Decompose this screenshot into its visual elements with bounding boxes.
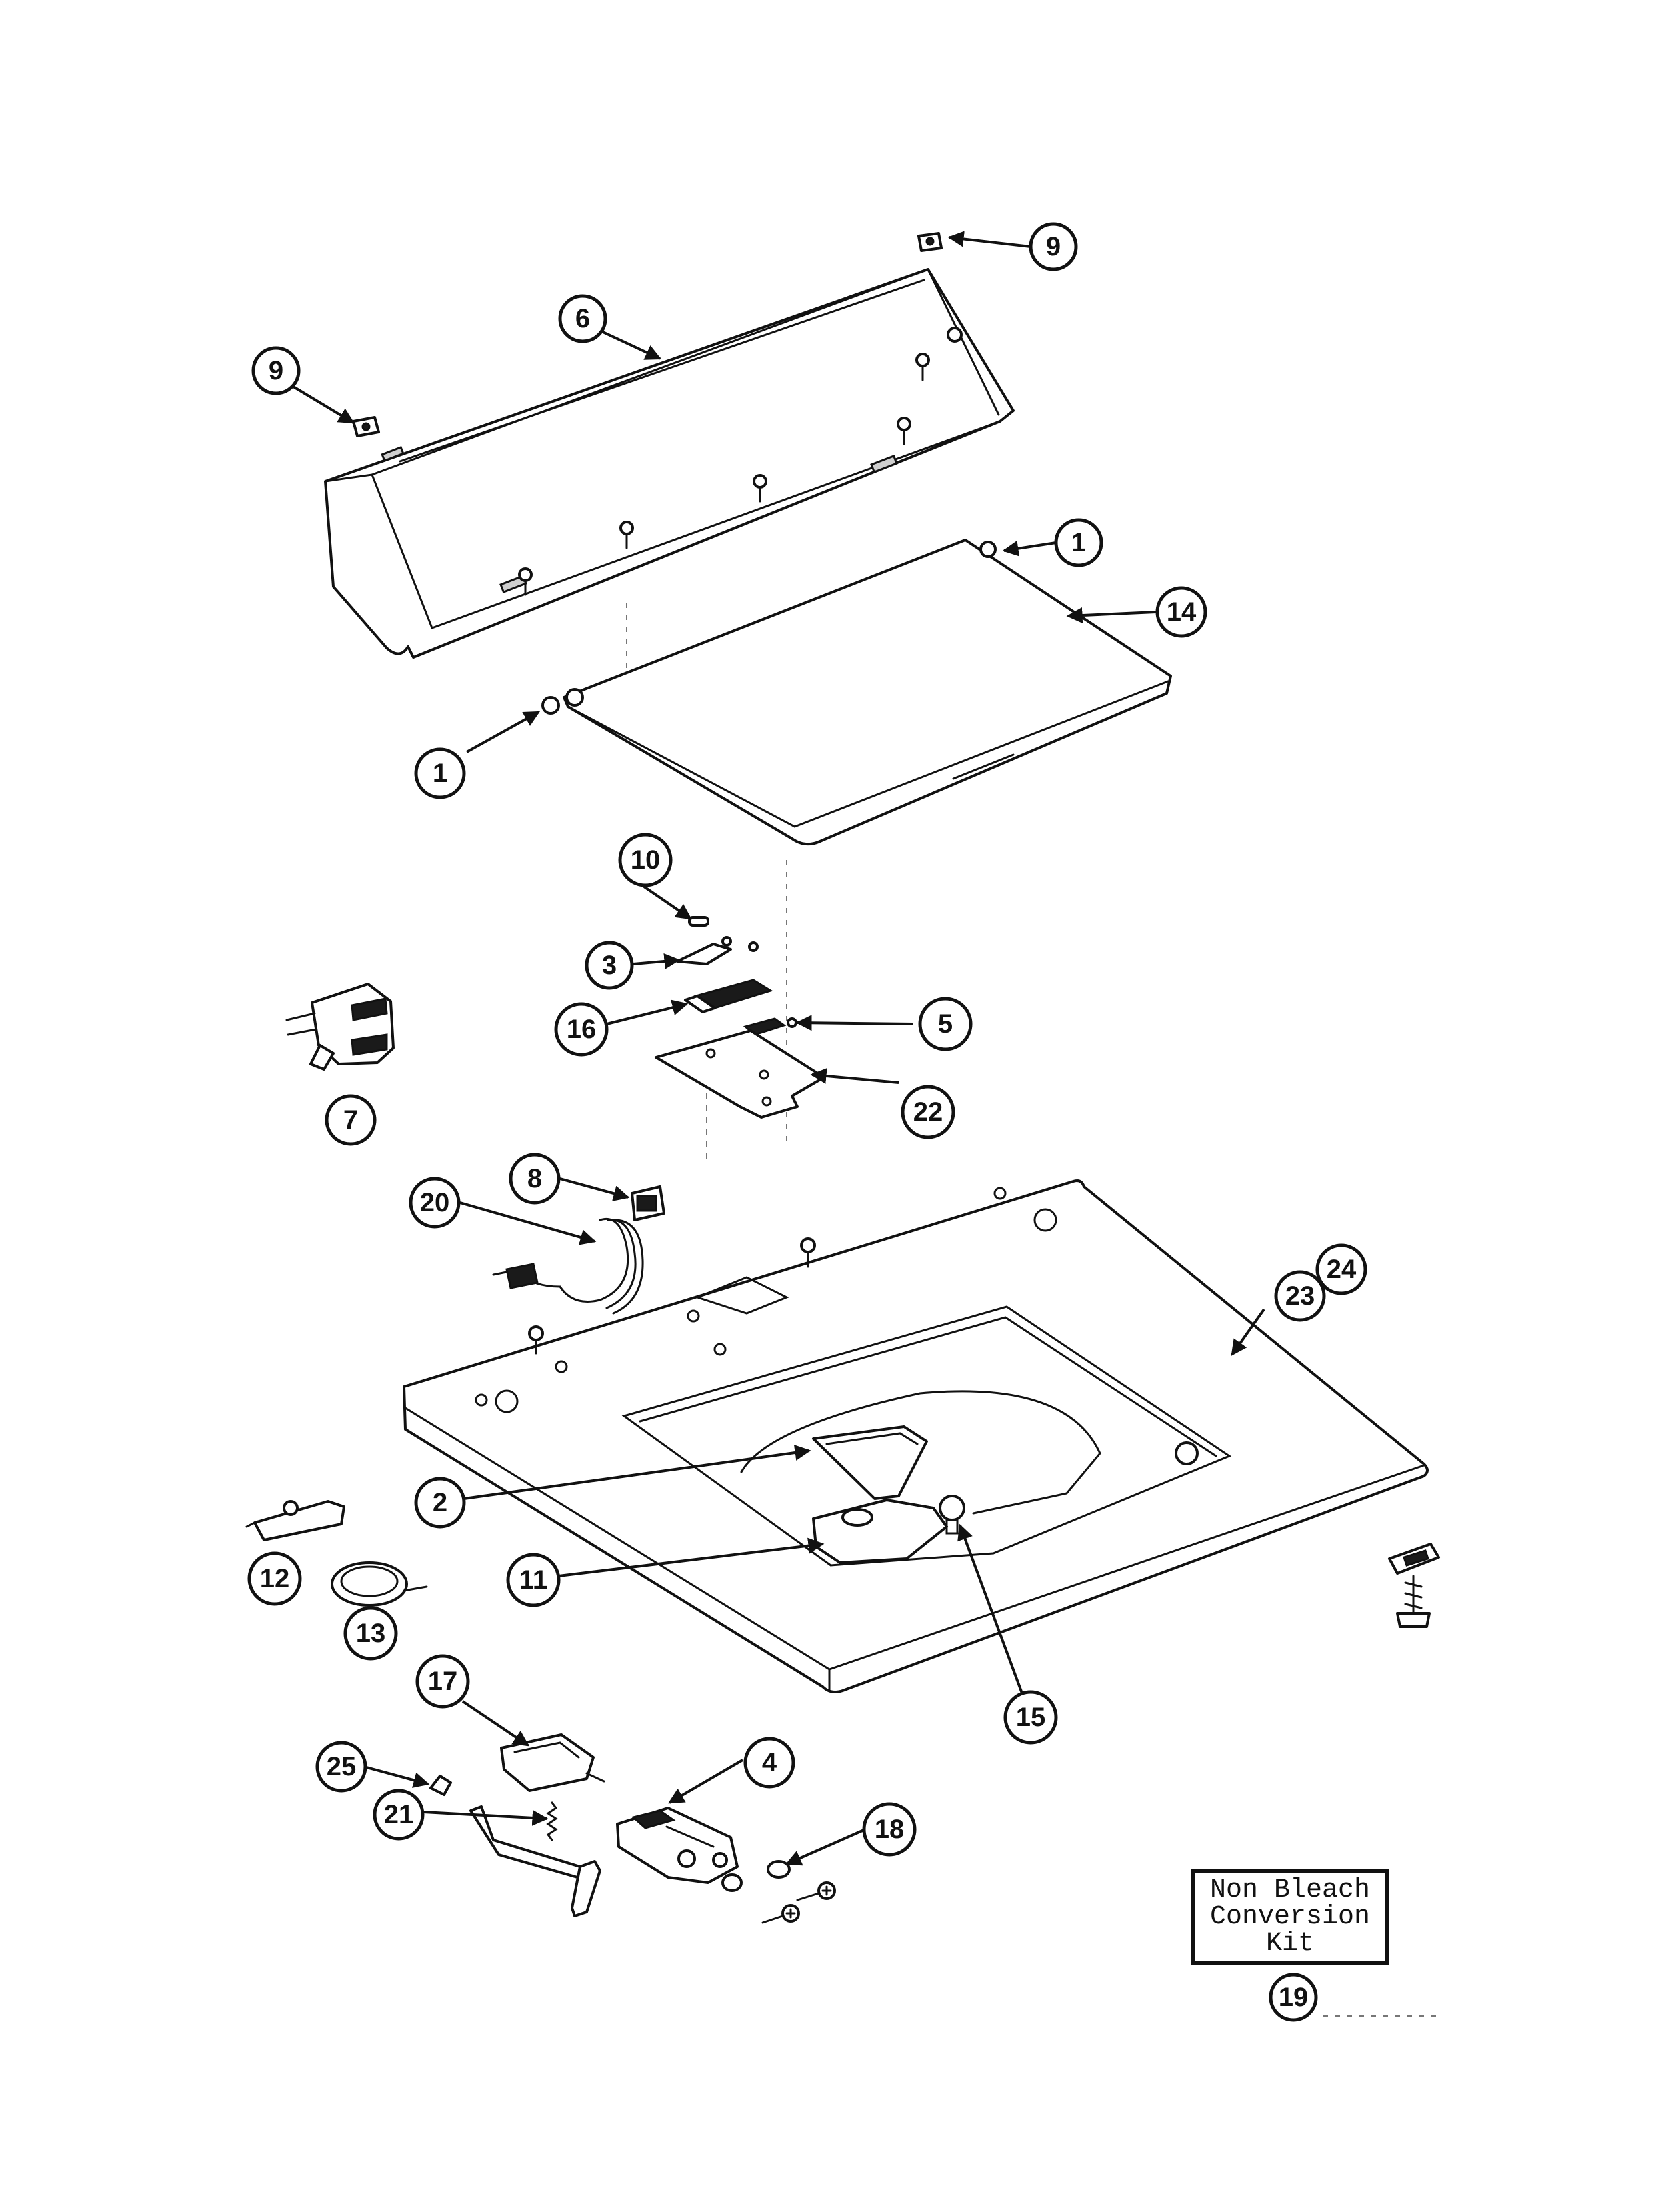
callout-label: 13 bbox=[356, 1619, 386, 1648]
lock-screws bbox=[721, 1860, 836, 1924]
callout-label: 1 bbox=[433, 759, 447, 788]
hose-clamp bbox=[245, 1500, 345, 1541]
lid-bumpers bbox=[541, 541, 997, 715]
callout-label: 19 bbox=[1279, 1983, 1309, 2012]
callout-label: 8 bbox=[527, 1164, 542, 1193]
lock-bracket bbox=[500, 1733, 605, 1792]
washer-lid bbox=[563, 539, 1172, 846]
clip-right bbox=[917, 232, 943, 252]
callout-13: 13 bbox=[343, 1606, 398, 1661]
callout-label: 4 bbox=[762, 1748, 777, 1777]
callout-label: 16 bbox=[567, 1015, 597, 1044]
callout-label: 2 bbox=[433, 1488, 447, 1517]
snap-ring bbox=[331, 1561, 428, 1607]
callout-label: 23 bbox=[1285, 1281, 1315, 1311]
callout-24: 24 bbox=[1315, 1243, 1367, 1295]
lid-switch bbox=[684, 979, 773, 1013]
callout-17: 17 bbox=[415, 1654, 470, 1709]
dispenser-plug bbox=[939, 1495, 965, 1535]
spring-clip bbox=[429, 1775, 452, 1796]
switch-bracket bbox=[676, 936, 759, 965]
power-cord bbox=[492, 1218, 644, 1315]
lid-lock bbox=[616, 1807, 739, 1884]
callout-label: 11 bbox=[519, 1565, 547, 1595]
callout-19: 19 bbox=[1269, 1973, 1318, 2022]
callout-1-left: 1 bbox=[414, 747, 466, 799]
lid-switch-assembly bbox=[655, 916, 825, 1119]
plug-adapter bbox=[285, 983, 395, 1071]
lock-rod bbox=[469, 1805, 601, 1917]
callout-label: 20 bbox=[420, 1188, 450, 1217]
switch-mounting-plate bbox=[655, 1029, 825, 1119]
bleach-dispenser bbox=[812, 1425, 928, 1500]
panel-screws bbox=[518, 327, 963, 596]
callout-label: 7 bbox=[343, 1105, 358, 1135]
callout-label: 14 bbox=[1167, 597, 1197, 627]
callout-14: 14 bbox=[1155, 586, 1207, 638]
callout-4: 4 bbox=[743, 1737, 795, 1789]
callout-23: 23 bbox=[1274, 1270, 1326, 1322]
callout-label: 9 bbox=[269, 356, 283, 385]
kit-line: Conversion bbox=[1209, 1902, 1371, 1932]
callout-label: 10 bbox=[631, 845, 661, 875]
strain-relief bbox=[631, 1185, 665, 1221]
clip-left bbox=[352, 416, 380, 437]
callout-18: 18 bbox=[862, 1802, 917, 1857]
non-bleach-kit-label: Non Bleach Conversion Kit bbox=[1191, 1869, 1389, 1965]
actuator-spring bbox=[546, 1801, 558, 1841]
callout-6: 6 bbox=[558, 294, 607, 343]
callout-label: 15 bbox=[1016, 1703, 1046, 1732]
callout-label: 12 bbox=[260, 1564, 290, 1593]
callout-label: 17 bbox=[428, 1667, 458, 1696]
callout-9-top: 9 bbox=[1029, 222, 1078, 271]
callout-1-right: 1 bbox=[1054, 518, 1103, 567]
callout-21: 21 bbox=[373, 1789, 425, 1841]
callout-2: 2 bbox=[414, 1477, 466, 1529]
callout-label: 6 bbox=[575, 304, 590, 333]
callout-16: 16 bbox=[554, 1002, 609, 1057]
callout-label: 18 bbox=[875, 1815, 905, 1844]
callout-8: 8 bbox=[509, 1153, 561, 1205]
callout-10: 10 bbox=[618, 833, 673, 887]
callout-11: 11 bbox=[506, 1553, 561, 1607]
callout-25: 25 bbox=[315, 1741, 367, 1793]
callout-20: 20 bbox=[409, 1177, 461, 1229]
callout-5: 5 bbox=[918, 997, 973, 1051]
callout-15: 15 bbox=[1003, 1690, 1058, 1745]
callout-12: 12 bbox=[247, 1551, 302, 1606]
callout-label: 9 bbox=[1046, 232, 1061, 261]
callout-label: 22 bbox=[913, 1097, 943, 1127]
leader-lines bbox=[292, 231, 1265, 1866]
callout-label: 1 bbox=[1071, 528, 1086, 557]
callout-7: 7 bbox=[325, 1094, 377, 1146]
callout-22: 22 bbox=[901, 1085, 955, 1139]
callout-label: 21 bbox=[384, 1800, 414, 1829]
callout-label: 25 bbox=[327, 1752, 357, 1781]
callout-3: 3 bbox=[585, 941, 634, 990]
callout-label: 3 bbox=[602, 951, 617, 980]
corner-bracket bbox=[1388, 1543, 1440, 1628]
control-panel-backguard bbox=[324, 268, 1015, 659]
callout-label: 5 bbox=[938, 1009, 953, 1039]
kit-line: Non Bleach bbox=[1209, 1875, 1371, 1905]
kit-line: Kit bbox=[1265, 1929, 1314, 1959]
callout-label: 24 bbox=[1327, 1255, 1357, 1284]
top-screws bbox=[528, 1237, 816, 1355]
callout-9-left: 9 bbox=[251, 346, 301, 395]
switch-pin bbox=[688, 916, 709, 927]
